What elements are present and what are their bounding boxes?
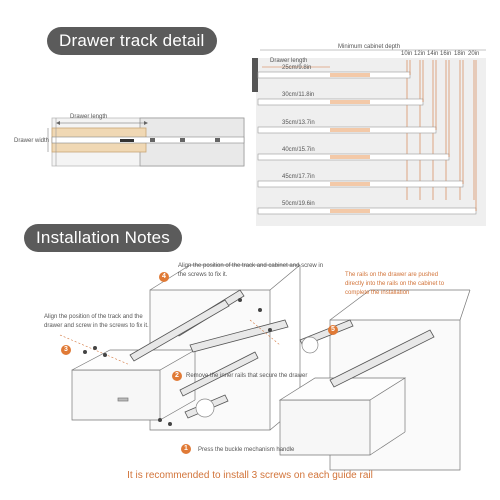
step-5-marker: 5 — [328, 325, 338, 335]
rail-bars — [257, 60, 477, 215]
drawer-width-label: Drawer width — [14, 138, 50, 144]
note-step-2: Remove the inner rails that secure the d… — [186, 373, 308, 379]
depth-label-10in: 10in — [401, 51, 413, 57]
depth-label-12in: 12in — [414, 51, 426, 57]
installation-notes-heading: Installation Notes — [24, 224, 183, 252]
rail-slider-1 — [330, 73, 370, 77]
min-cabinet-depth-label: Minimum cabinet depth — [338, 44, 401, 50]
cabinet-depth-area — [256, 58, 486, 226]
depth-label-14in: 14in — [427, 51, 439, 57]
drawer-left — [71, 369, 161, 421]
slide-rail — [51, 136, 245, 144]
rail-length-label-3: 35cm/13.7in — [282, 120, 315, 126]
screws — [83, 298, 272, 426]
drawer-length-label: Drawer length — [70, 114, 108, 120]
rail-length-label-2: 30cm/11.8in — [282, 92, 315, 98]
rail-slider-3 — [330, 128, 370, 132]
note-step-1: Press the buckle mechanism handle — [198, 447, 295, 453]
rail-length-label-5: 45cm/17.7in — [282, 174, 315, 180]
note-step-3: Align the position of the track and the … — [44, 314, 149, 329]
right-drawer-length-label: Drawer length — [270, 58, 308, 64]
depth-label-20in: 20in — [468, 51, 480, 57]
step-4-marker: 4 — [159, 272, 169, 282]
note-step-4: Align the position of the track and cabi… — [178, 263, 324, 278]
footer-recommendation: It is recommended to install 3 screws on… — [127, 470, 373, 481]
rail-length-label-4: 40cm/15.7in — [282, 147, 315, 153]
depth-label-18in: 18in — [454, 51, 466, 57]
track-detail-heading: Drawer track detail — [47, 27, 217, 55]
note-step-5: The rails on the drawer are pushed direc… — [345, 272, 445, 296]
rail-length-label-1: 25cm/9.8in — [282, 65, 312, 71]
rail-slider-6 — [330, 209, 370, 213]
step-2-marker: 2 — [172, 371, 182, 381]
drawer-side-view — [47, 117, 245, 167]
rail-slider-5 — [330, 182, 370, 186]
rail-slider-4 — [330, 155, 370, 159]
depth-label-16in: 16in — [440, 51, 452, 57]
rail-slider-2 — [330, 100, 370, 104]
rail-length-label-6: 50cm/19.6in — [282, 201, 315, 207]
step-3-marker: 3 — [61, 345, 71, 355]
step-1-marker: 1 — [181, 444, 191, 454]
